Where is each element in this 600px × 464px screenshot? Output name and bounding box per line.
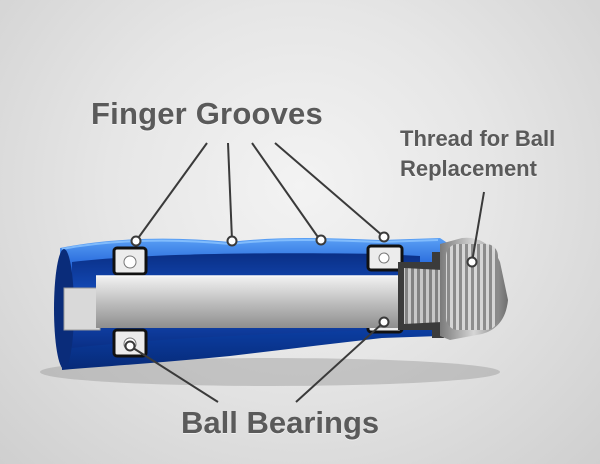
bearing-top-right — [366, 244, 404, 272]
finger-grooves-leaders — [130, 142, 390, 247]
finger-grooves-label: Finger Grooves — [91, 96, 323, 131]
ball-bearings-leaders — [124, 316, 390, 403]
floor-shadow — [40, 358, 500, 386]
end-cap — [440, 237, 508, 340]
shaft-end-plug — [63, 287, 101, 331]
thread-for-ball-replacement-label: Thread for Ball Replacement — [400, 124, 555, 184]
bearing-top-left — [112, 246, 148, 276]
central-shaft — [96, 276, 422, 328]
threaded-collar — [398, 252, 444, 338]
thread-label-line-1: Thread for Ball — [400, 126, 556, 151]
ball-bearings-label: Ball Bearings — [181, 405, 380, 440]
thread-leader — [466, 191, 485, 268]
thread-label-line-2: Replacement — [400, 156, 537, 181]
